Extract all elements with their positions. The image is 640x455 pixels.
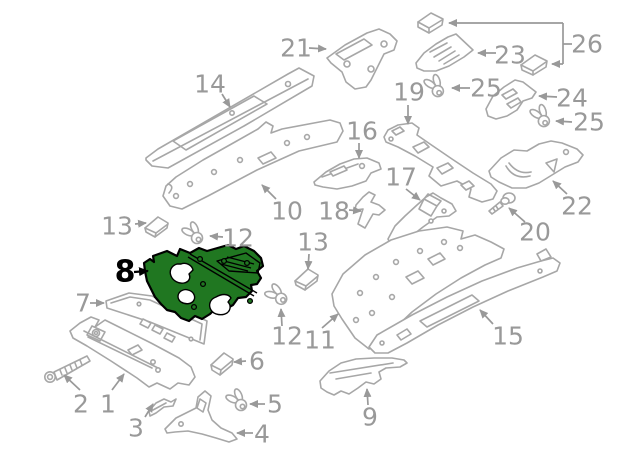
part-24-shape[interactable] (485, 79, 537, 120)
callout-label-15[interactable]: 15 (492, 322, 524, 351)
callout-label-12b[interactable]: 12 (271, 322, 303, 351)
callout-arrow-25b (555, 117, 573, 126)
part-2-bolt-shape[interactable] (43, 355, 91, 383)
part-10-shape[interactable] (162, 119, 344, 210)
callout-label-23[interactable]: 23 (494, 41, 526, 70)
callout-arrow-13a (134, 219, 147, 228)
callout-label-12a[interactable]: 12 (222, 224, 254, 253)
callout-label-16[interactable]: 16 (346, 117, 378, 146)
callout-arrow-6 (233, 357, 247, 366)
callout-label-18[interactable]: 18 (318, 197, 350, 226)
callout-label-2[interactable]: 2 (73, 390, 89, 419)
part-22-shape[interactable] (488, 140, 584, 189)
callout-label-13b[interactable]: 13 (297, 228, 329, 257)
part-21-shape[interactable] (326, 28, 398, 90)
part-6-clip-shape[interactable] (210, 352, 234, 376)
callout-arrow-8 (133, 267, 149, 277)
callout-arrow-2 (63, 374, 81, 391)
callout-label-13a[interactable]: 13 (101, 212, 133, 241)
part-5-fastener[interactable] (223, 386, 248, 412)
callout-label-20[interactable]: 20 (519, 218, 551, 247)
part-23-shape[interactable] (415, 33, 474, 72)
part-13-clip-right-shape[interactable] (294, 268, 319, 291)
callout-arrow-24 (538, 92, 558, 101)
callout-arrow-3 (144, 403, 154, 418)
callout-label-25a[interactable]: 25 (470, 74, 502, 103)
callout-arrow-22 (552, 180, 568, 195)
callout-label-24[interactable]: 24 (556, 84, 588, 113)
callout-label-14[interactable]: 14 (194, 70, 226, 99)
part-26-clip-upper-shape[interactable] (417, 12, 444, 34)
callout-label-26[interactable]: 26 (571, 30, 603, 59)
callout-label-4[interactable]: 4 (254, 420, 270, 449)
callout-arrow-1 (111, 373, 125, 391)
part-7-shape[interactable] (105, 292, 208, 345)
part-14-shape[interactable] (145, 67, 315, 169)
part-9-shape[interactable] (319, 357, 408, 396)
callout-label-21[interactable]: 21 (280, 34, 312, 63)
callout-arrow-20 (508, 207, 526, 223)
part-16-shape[interactable] (313, 157, 382, 190)
part-26-clip-lower-shape[interactable] (520, 54, 548, 76)
callout-label-3[interactable]: 3 (128, 414, 144, 443)
part-19-shape[interactable] (383, 122, 498, 203)
callout-label-19[interactable]: 19 (393, 78, 425, 107)
part-3-shape[interactable] (148, 398, 177, 417)
part-4-shape[interactable] (164, 390, 238, 443)
part-11-shape[interactable] (331, 226, 505, 350)
callout-arrow-17 (405, 188, 421, 201)
callout-label-9[interactable]: 9 (362, 403, 378, 432)
callout-label-5[interactable]: 5 (267, 390, 283, 419)
callout-arrow-18 (348, 206, 362, 215)
part-15-shape[interactable] (368, 248, 561, 354)
callout-label-1[interactable]: 1 (100, 390, 116, 419)
callout-arrow-10 (261, 184, 277, 200)
callout-label-10[interactable]: 10 (271, 197, 303, 226)
part-13-clip-left-shape[interactable] (144, 216, 169, 238)
callout-label-8[interactable]: 8 (115, 255, 136, 290)
callout-label-22[interactable]: 22 (561, 192, 593, 221)
part-18-shape[interactable] (354, 191, 386, 229)
callout-arrow-12a (209, 232, 224, 241)
callout-arrow-21 (308, 44, 327, 53)
part-8-shape-highlighted[interactable] (142, 243, 265, 323)
part-20-stud-shape[interactable] (488, 192, 516, 215)
callout-arrow-11 (321, 313, 339, 329)
callout-arrow-13b (304, 253, 313, 270)
part-12-fastener-upper[interactable] (179, 219, 204, 245)
part-25-fastener-lower[interactable] (526, 101, 553, 129)
callout-arrow-14 (221, 93, 231, 108)
callout-arrow-15 (479, 309, 494, 325)
part-12-fastener-lower[interactable] (260, 280, 289, 309)
callout-label-17[interactable]: 17 (385, 163, 417, 192)
parts-layer (43, 12, 584, 443)
part-1-shape[interactable] (69, 316, 196, 390)
callout-label-6[interactable]: 6 (249, 347, 265, 376)
callout-label-11[interactable]: 11 (304, 326, 336, 355)
callout-label-7[interactable]: 7 (75, 289, 91, 318)
callout-arrow-12b (277, 308, 286, 327)
callout-label-25b[interactable]: 25 (573, 108, 605, 137)
callout-arrow-9 (363, 388, 372, 406)
